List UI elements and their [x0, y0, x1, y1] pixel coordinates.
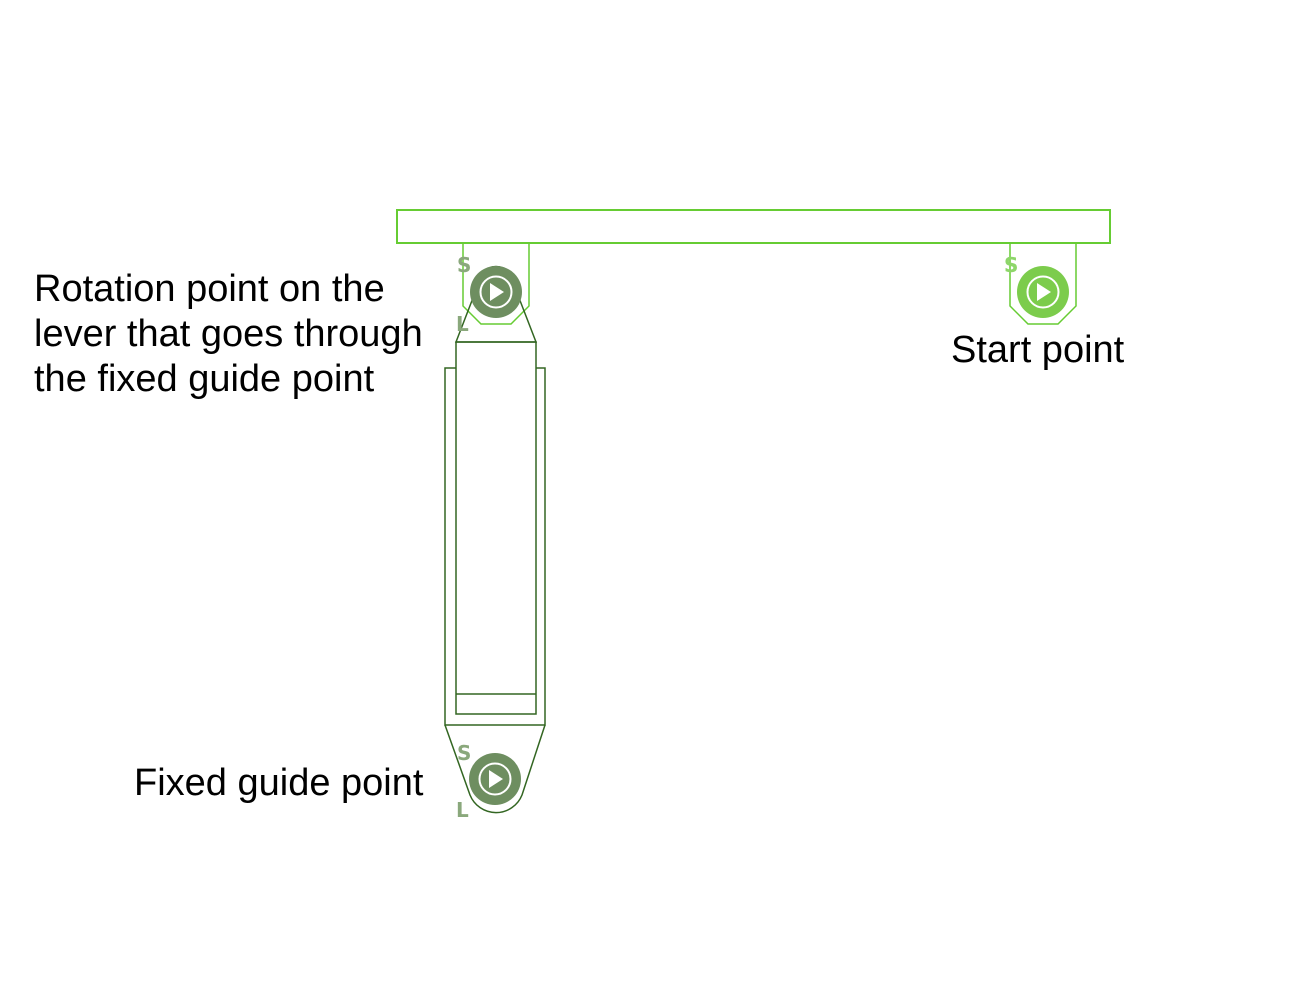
fixed-guide-point-ring	[478, 762, 512, 796]
rotation-point-label-line-3: the fixed guide point	[34, 358, 375, 400]
play-icon	[1037, 283, 1051, 301]
start-point-marker[interactable]: S	[1004, 253, 1069, 318]
rotation-s-letter: S	[457, 253, 471, 277]
fixed-s-letter: S	[457, 741, 471, 765]
play-icon	[490, 283, 504, 301]
lever-inner-body	[455, 341, 537, 715]
rotation-point-label-line-1: Rotation point on the	[34, 268, 385, 310]
rotation-point-marker[interactable]: S L	[456, 253, 522, 336]
lever-outer-sleeve	[444, 367, 546, 726]
start-point-ring	[1026, 275, 1060, 309]
fixed-guide-point-label: Fixed guide point	[134, 762, 424, 804]
rotation-point-ring	[479, 275, 513, 309]
start-s-letter: S	[1004, 253, 1018, 277]
start-point-bracket	[1009, 243, 1077, 325]
lever-bottom-head	[444, 724, 546, 814]
fixed-guide-point-marker[interactable]: S L	[456, 741, 521, 822]
play-icon	[489, 770, 503, 788]
rotation-l-letter: L	[456, 312, 469, 336]
rotation-point-label: Rotation point on the lever that goes th…	[34, 267, 423, 402]
rotation-point-label-line-2: lever that goes through	[34, 313, 423, 355]
top-bar	[396, 209, 1111, 244]
rotation-point-bracket	[462, 243, 530, 325]
fixed-l-letter: L	[456, 798, 469, 822]
start-point-label: Start point	[951, 329, 1125, 371]
